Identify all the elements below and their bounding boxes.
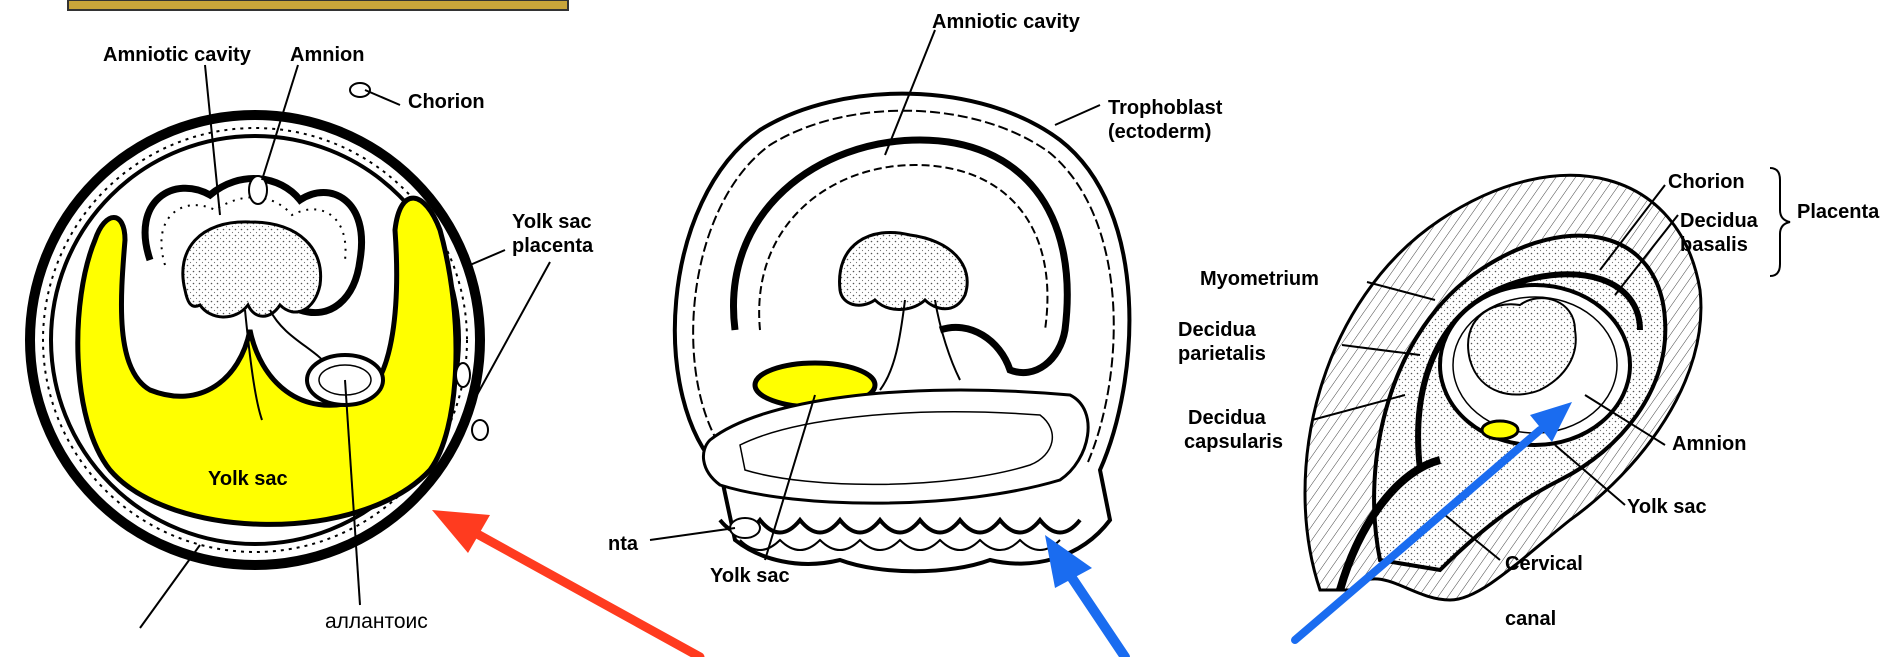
label-decidua-capsularis-2: capsularis bbox=[1184, 431, 1283, 453]
label-canal: canal bbox=[1505, 608, 1556, 630]
blue-arrow-middle bbox=[1045, 535, 1125, 657]
label-amniotic-cavity-left: Amniotic cavity bbox=[103, 44, 252, 66]
label-placenta-fragment: nta bbox=[608, 533, 639, 555]
middle-diagram: Amniotic cavity Trophoblast (ectoderm) n… bbox=[608, 11, 1223, 587]
embryo-left bbox=[183, 222, 321, 317]
label-trophoblast: Trophoblast bbox=[1108, 97, 1223, 119]
yolk-sac-right bbox=[1482, 421, 1518, 439]
label-placenta: Placenta bbox=[1797, 201, 1880, 223]
label-cervical: Cervical bbox=[1505, 553, 1583, 575]
label-amnion-right: Amnion bbox=[1672, 433, 1746, 455]
label-chorion-left: Chorion bbox=[408, 91, 485, 113]
label-amnion-left: Amnion bbox=[290, 44, 364, 66]
label-yolk-sac-placenta-1: Yolk sac bbox=[512, 211, 592, 233]
label-yolk-sac-placenta-2: placenta bbox=[512, 235, 594, 257]
label-yolk-sac-left: Yolk sac bbox=[208, 468, 288, 490]
label-amniotic-cavity-middle: Amniotic cavity bbox=[932, 11, 1081, 33]
label-yolk-sac-middle: Yolk sac bbox=[710, 565, 790, 587]
red-arrow bbox=[432, 510, 700, 657]
label-decidua-parietalis-1: Decidua bbox=[1178, 319, 1257, 341]
label-decidua-capsularis-1: Decidua bbox=[1188, 407, 1267, 429]
label-ectoderm: (ectoderm) bbox=[1108, 121, 1211, 143]
label-decidua-basalis-1: Decidua bbox=[1680, 210, 1759, 232]
label-decidua-parietalis-2: parietalis bbox=[1178, 343, 1266, 365]
label-decidua-basalis-2: basalis bbox=[1680, 234, 1748, 256]
label-allantois: аллантоис bbox=[325, 610, 428, 633]
label-chorion-right: Chorion bbox=[1668, 171, 1745, 193]
label-yolk-sac-right: Yolk sac bbox=[1627, 496, 1707, 518]
label-myometrium: Myometrium bbox=[1200, 268, 1319, 290]
cropped-image-fragment bbox=[68, 0, 568, 10]
right-diagram: Chorion Decidua basalis Placenta Myometr… bbox=[1178, 168, 1880, 630]
left-diagram: Amniotic cavity Amnion Chorion Yolk sac … bbox=[30, 44, 594, 633]
